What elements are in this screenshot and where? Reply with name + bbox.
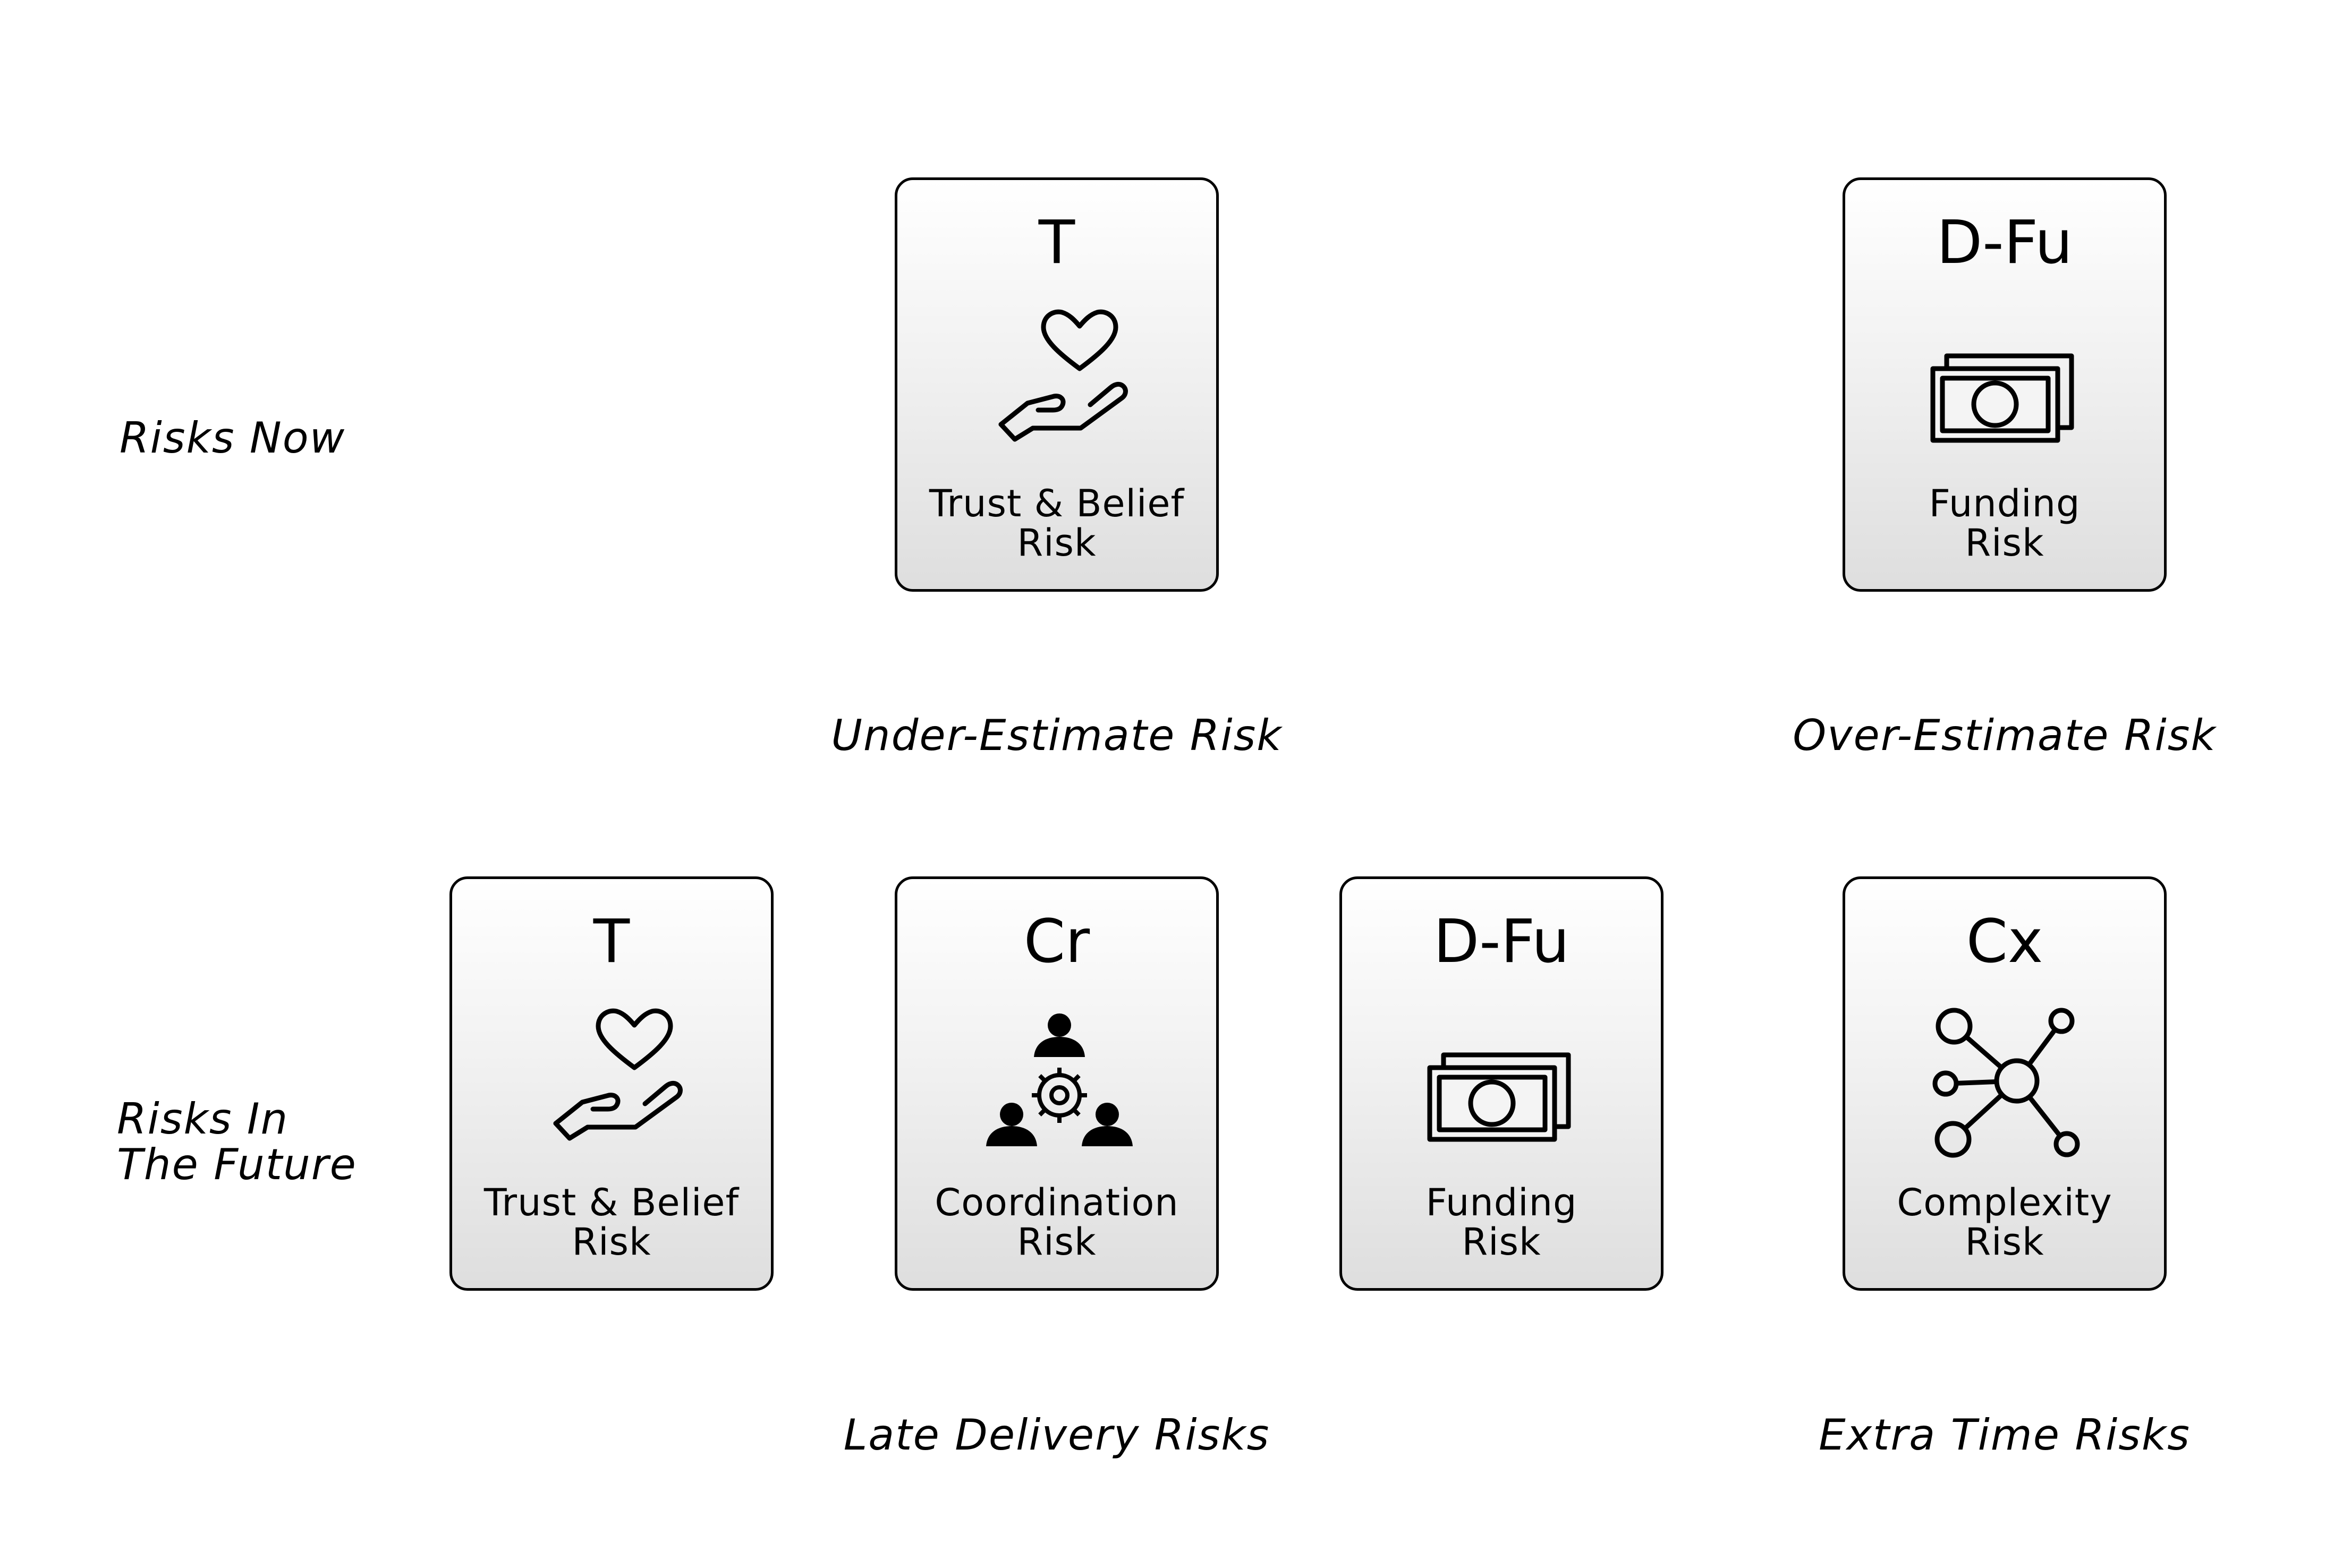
card-code: Cr	[1023, 907, 1090, 976]
card-code: D-Fu	[1433, 907, 1569, 976]
banknotes-icon	[1928, 305, 2087, 464]
card-code: T	[1038, 208, 1075, 277]
card-name: Funding Risk	[1425, 1181, 1577, 1264]
card-trust-belief-risk-future: T Trust & Belief Risk	[449, 876, 774, 1291]
card-name: Funding Risk	[1929, 482, 2081, 565]
card-complexity-risk-future: Cx Complexity Risk	[1843, 876, 2167, 1291]
card-code: D-Fu	[1937, 208, 2073, 277]
card-funding-risk-future: D-Fu Funding Risk	[1339, 876, 1663, 1291]
team-gear-icon	[980, 1004, 1139, 1163]
card-coordination-risk-future: Cr Coordin	[895, 876, 1219, 1291]
row-label-risks-future: Risks In The Future	[117, 1094, 357, 1189]
caption-late-delivery-risks: Late Delivery Risks	[843, 1410, 1270, 1460]
card-name: Complexity Risk	[1897, 1181, 2112, 1264]
card-code: T	[593, 907, 630, 976]
row-label-risks-now: Risks Now	[120, 413, 346, 463]
hand-heart-icon	[980, 305, 1139, 464]
card-name: Coordination Risk	[935, 1181, 1179, 1264]
card-funding-risk-now: D-Fu Funding Risk	[1843, 177, 2167, 592]
caption-under-estimate-risk: Under-Estimate Risk	[831, 711, 1283, 760]
banknotes-icon	[1424, 1004, 1584, 1163]
card-trust-belief-risk-now: T Trust & Belief Risk	[895, 177, 1219, 592]
caption-extra-time-risks: Extra Time Risks	[1819, 1410, 2191, 1460]
card-name: Trust & Belief Risk	[929, 482, 1185, 565]
caption-over-estimate-risk: Over-Estimate Risk	[1793, 711, 2217, 760]
network-nodes-icon	[1928, 1004, 2087, 1163]
hand-heart-icon	[534, 1004, 694, 1163]
card-code: Cx	[1966, 907, 2043, 976]
card-name: Trust & Belief Risk	[483, 1181, 740, 1264]
